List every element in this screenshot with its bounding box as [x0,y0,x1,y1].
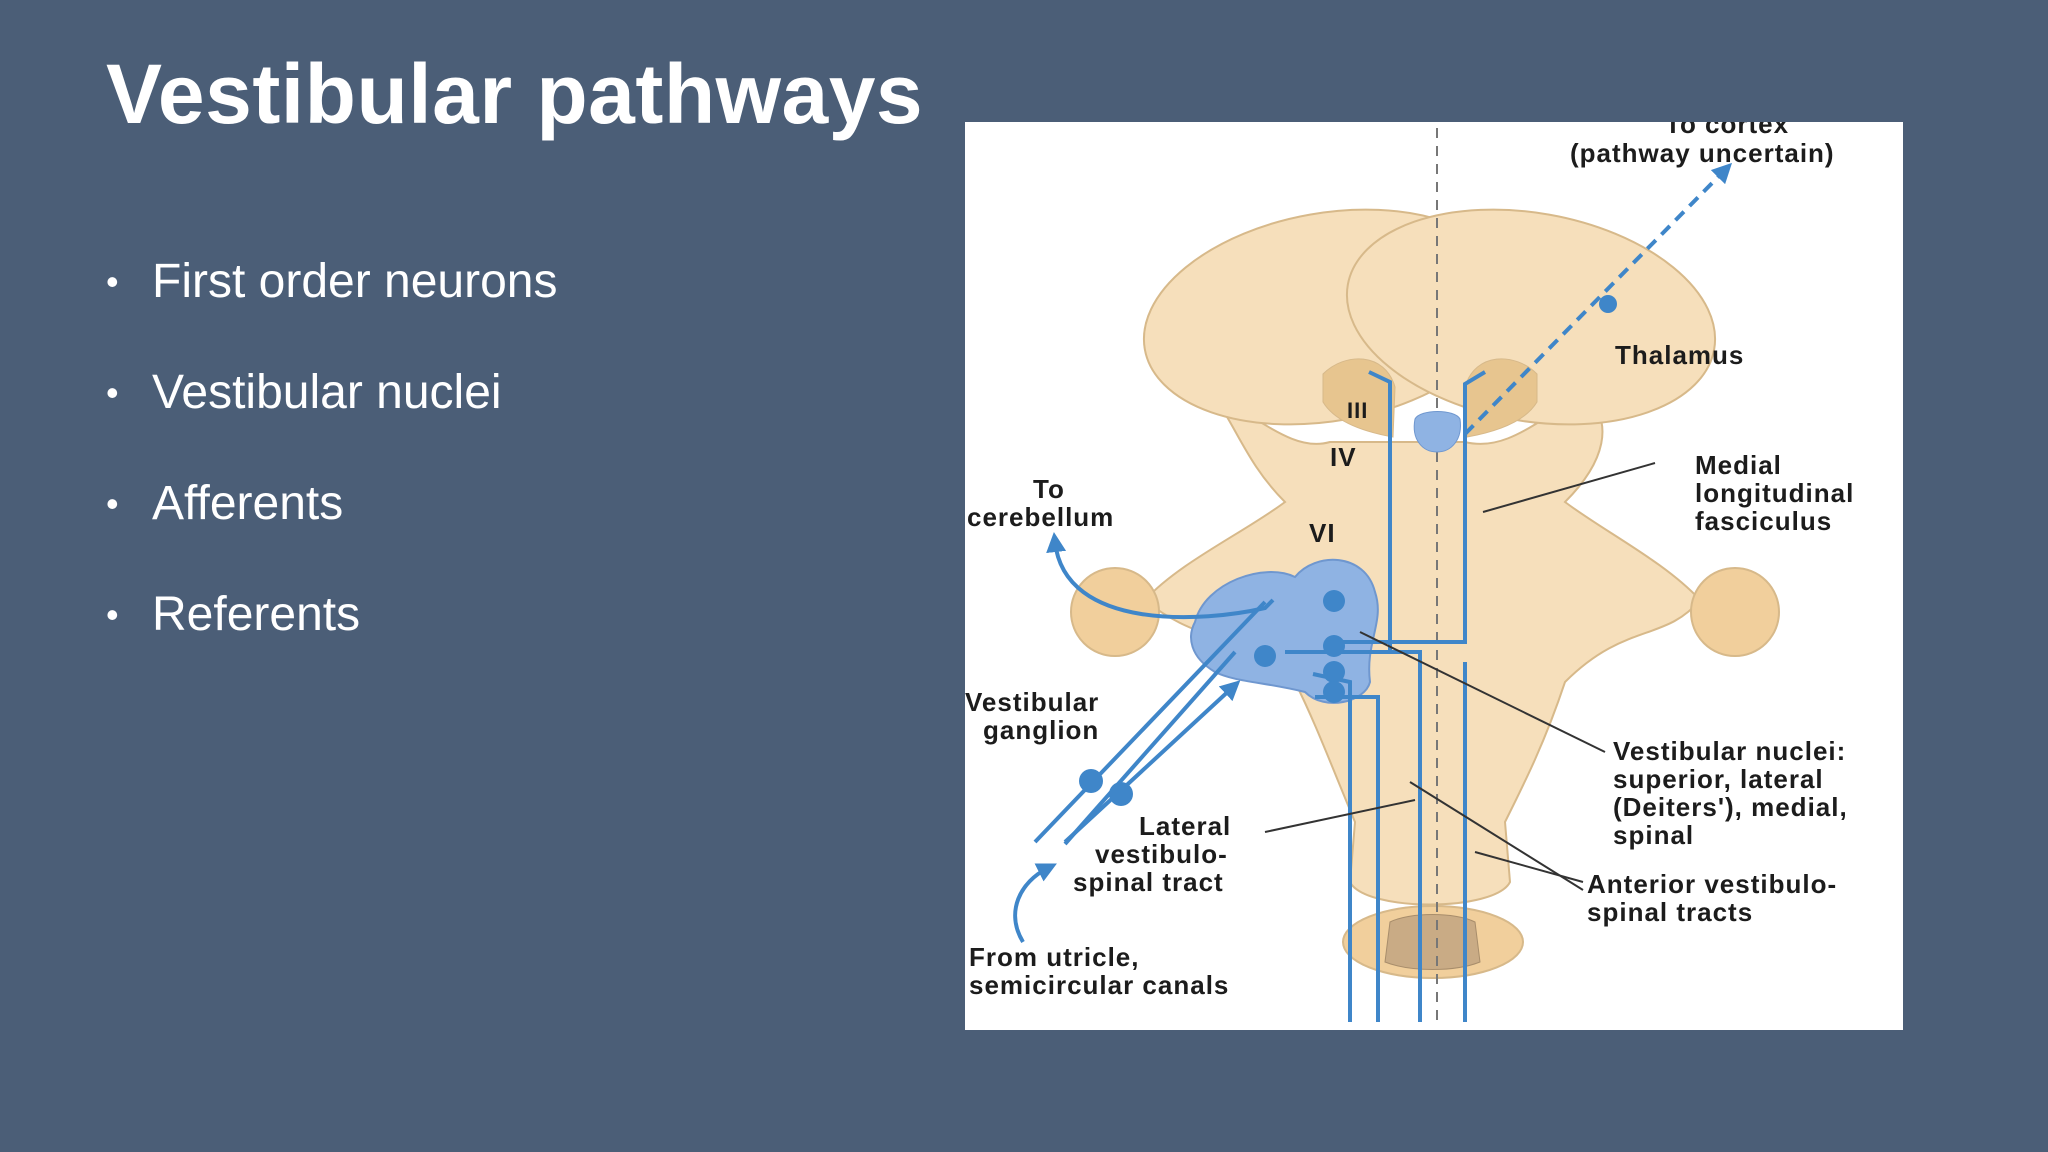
vestibular-pathway-diagram: To cortex (pathway uncertain) Thalamus I… [965,122,1903,1030]
bullet-text: First order neurons [152,255,558,308]
label-from-utricle-line1: From utricle, [969,942,1139,972]
label-thalamus: Thalamus [1615,340,1744,370]
bullet-dot-icon: • [106,483,119,524]
label-vestibular-nuclei-line3: (Deiters'), medial, [1613,792,1848,822]
bullet-dot-icon: • [106,372,119,413]
oculomotor-region-left [1322,358,1396,438]
slide-title: Vestibular pathways [106,47,924,141]
label-to-cortex: To cortex [1665,122,1789,139]
label-to: To [1033,474,1065,504]
label-vestibular-nuclei-line4: spinal [1613,820,1694,850]
label-vestibular-nuclei-line2: superior, lateral [1613,764,1824,794]
bullet-text: Vestibular nuclei [152,366,502,419]
label-lateral-vst-line1: Lateral [1139,811,1231,841]
label-nucleus-iv: IV [1330,442,1357,472]
label-vestibular-ganglion-line2: ganglion [983,715,1099,745]
label-lateral-vst-line3: spinal tract [1073,867,1224,897]
label-anterior-vst-line1: Anterior vestibulo- [1587,869,1837,899]
label-nucleus-iii: III [1347,398,1368,423]
bullet-item: • Referents [106,587,558,643]
diagram-svg: To cortex (pathway uncertain) Thalamus I… [965,122,1854,1022]
label-pathway-uncertain: (pathway uncertain) [1570,138,1835,168]
label-anterior-vst-line2: spinal tracts [1587,897,1753,927]
label-from-utricle-line2: semicircular canals [969,970,1229,1000]
label-vestibular-ganglion-line1: Vestibular [965,687,1099,717]
interstitial-nucleus [1413,411,1461,453]
label-vestibular-nuclei-line1: Vestibular nuclei: [1613,736,1846,766]
label-mlf-line3: fasciculus [1695,506,1832,536]
spinal-gray-matter [1384,914,1481,970]
bullet-dot-icon: • [106,594,119,635]
bullet-text: Referents [152,588,361,641]
label-cerebellum: cerebellum [967,502,1114,532]
peduncle-left [1070,567,1160,657]
label-nucleus-vi: VI [1309,518,1336,548]
label-pointer-lines [1264,462,1656,891]
label-mlf-line2: longitudinal [1695,478,1854,508]
label-mlf-line1: Medial [1695,450,1782,480]
bullet-item: • First order neurons [106,254,558,310]
bullet-item: • Vestibular nuclei [106,365,558,421]
label-lateral-vst-line2: vestibulo- [1095,839,1228,869]
pathway-lines [1013,162,1733,1022]
neuron-cell-bodies [1079,295,1617,806]
bullet-item: • Afferents [106,476,558,532]
bullet-dot-icon: • [106,261,119,302]
bullet-text: Afferents [152,477,344,530]
peduncle-right [1690,567,1780,657]
bullet-list: •First order neurons •Vestibular nuclei … [106,254,558,698]
